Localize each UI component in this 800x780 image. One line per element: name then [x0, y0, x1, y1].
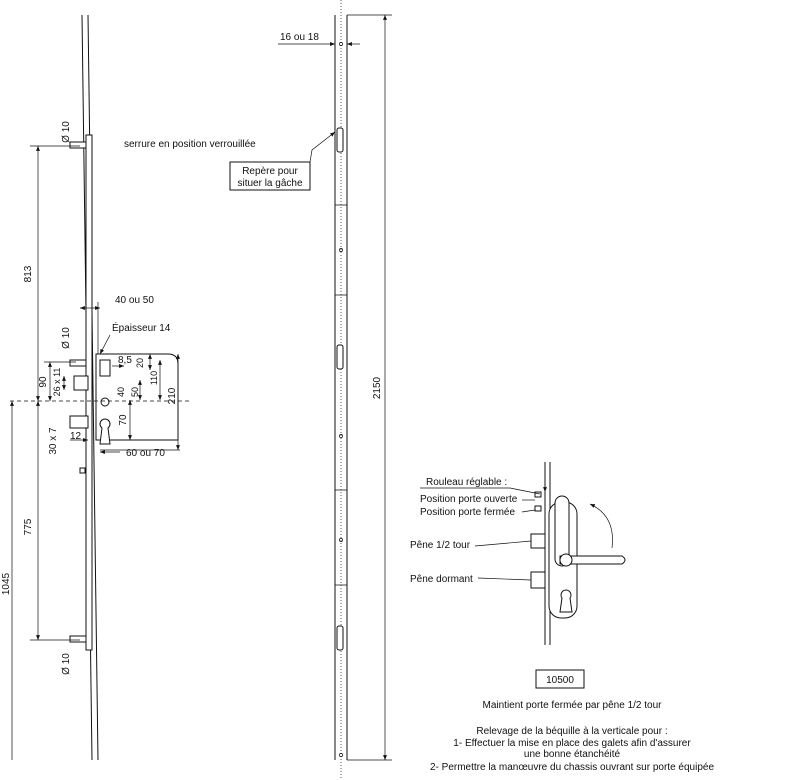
- latch-bolt-right: [530, 533, 546, 549]
- top-pin: [69, 141, 87, 149]
- dead-bolt-right: [530, 571, 546, 589]
- dim-epaisseur: Épaisseur 14: [112, 321, 171, 334]
- dim-40-ou-50: 40 ou 50: [115, 295, 154, 306]
- striker-slot-top: [336, 127, 344, 153]
- dim-dia-bottom: Ø 10: [61, 653, 72, 675]
- note-title: Relevage de la béquille à la verticale p…: [476, 726, 667, 737]
- dim-30x7: 30 x 7: [48, 427, 59, 455]
- dim-775: 775: [23, 518, 34, 535]
- rouleau-label: Rouleau réglable :: [426, 477, 507, 488]
- dim-50: 50: [130, 387, 140, 397]
- bottom-pin: [69, 635, 87, 643]
- repere-line-1: Repère pour: [242, 166, 298, 177]
- latch-detail: [99, 359, 111, 377]
- dim-70: 70: [118, 414, 129, 426]
- dim-12: 12: [70, 431, 82, 442]
- left-elevation-drawing: [10, 14, 190, 761]
- note-2: 2- Permettre la manœuvre du chassis ouvr…: [430, 762, 714, 773]
- dim-813: 813: [23, 265, 34, 282]
- note-1a: 1- Effectuer la mise en place des galets…: [453, 738, 691, 749]
- spindle-hole: [100, 397, 110, 407]
- dim-dia-mid: Ø 10: [61, 327, 72, 349]
- dim-26x11: 26 x 11: [52, 368, 62, 397]
- caption: Maintient porte fermée par pêne 1/2 tour: [483, 700, 663, 711]
- handle-keyhole: [559, 589, 573, 613]
- rail-elevation-drawing: [229, 0, 392, 780]
- mid-pin: [69, 359, 87, 367]
- reference-number: 10500: [546, 675, 574, 686]
- handle-lever: [559, 555, 626, 565]
- pene-dormant-label: Pêne dormant: [410, 574, 473, 585]
- reference-box: [535, 669, 585, 689]
- repere-line-2: situer la gâche: [237, 178, 302, 189]
- dim-dia-top: Ø 10: [61, 121, 72, 143]
- position-fermee-label: Position porte fermée: [420, 507, 515, 518]
- handle-raised: [554, 495, 570, 567]
- pene-demi-tour-label: Pêne 1/2 tour: [410, 540, 471, 551]
- dim-16-ou-18: 16 ou 18: [280, 32, 319, 43]
- striker-slot-mid: [336, 344, 344, 370]
- note-1b: une bonne étanchéité: [524, 749, 621, 760]
- dim-60-ou-70: 60 ou 70: [126, 448, 165, 459]
- repere-box: [229, 161, 311, 191]
- dim-40: 40: [116, 387, 126, 397]
- dim-110: 110: [149, 371, 159, 385]
- dim-1045: 1045: [1, 572, 12, 595]
- latch-bolt: [73, 375, 89, 391]
- forend-plate: [85, 134, 93, 651]
- dim-210: 210: [167, 387, 178, 404]
- handle-lock-drawing: [420, 462, 626, 689]
- dead-bolt: [69, 415, 89, 429]
- cylinder-hole: [99, 418, 111, 445]
- dim-20: 20: [135, 358, 145, 368]
- striker-slot-bottom: [336, 625, 344, 651]
- dim-2150: 2150: [372, 376, 383, 399]
- dim-90: 90: [38, 376, 49, 388]
- position-ouverte-label: Position porte ouverte: [420, 494, 518, 505]
- dim-8-5: 8,5: [118, 355, 132, 366]
- serrure-label: serrure en position verrouillée: [124, 139, 256, 150]
